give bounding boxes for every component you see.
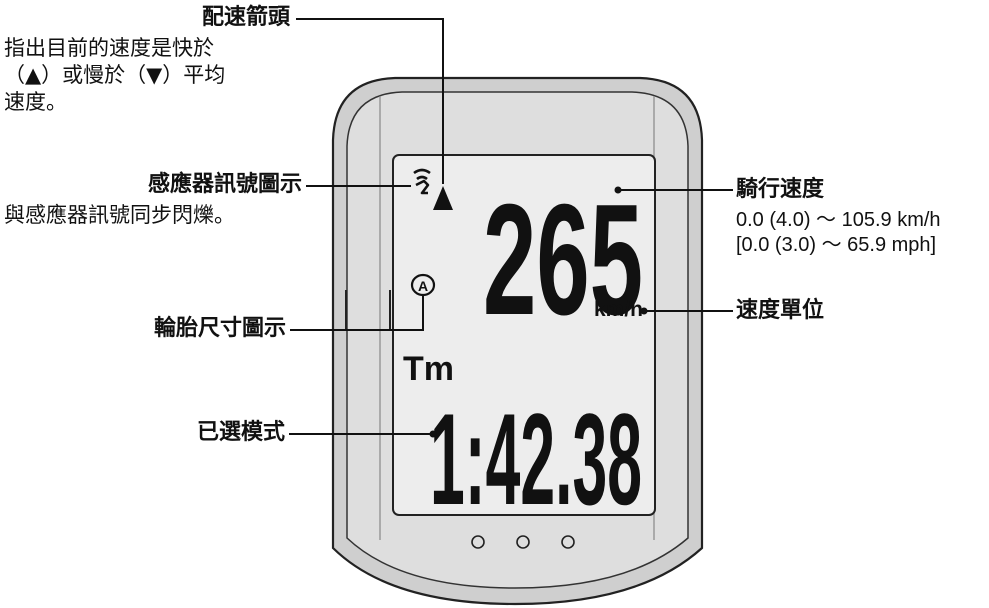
round-button[interactable] <box>561 535 575 549</box>
round-button[interactable] <box>471 535 485 549</box>
mode-title: 已選模式 <box>196 420 285 445</box>
pace-arrow-title: 配速箭頭 <box>201 5 290 30</box>
speed-range-mph: [0.0 (3.0) ～ 65.9 mph] <box>736 234 937 256</box>
speed-title: 騎行速度 <box>736 177 825 202</box>
pace-arrow-desc-1: 指出目前的速度是快於 <box>4 36 214 60</box>
mode-label: Tm <box>403 350 454 388</box>
lcd-screen <box>392 154 656 516</box>
tire-icon-letter: A <box>418 278 428 294</box>
speed-unit: km/h <box>594 298 643 321</box>
speed-range-kmh: 0.0 (4.0) ～ 105.9 km/h <box>736 209 941 231</box>
round-button[interactable] <box>516 535 530 549</box>
sensor-icon-title: 感應器訊號圖示 <box>147 172 302 197</box>
pace-up-arrow-icon <box>433 186 453 210</box>
sensor-signal-icon <box>413 168 431 195</box>
pace-arrow-desc-2: （▲）或慢於（▼）平均 <box>4 63 226 87</box>
pace-arrow-desc-3: 速度。 <box>4 90 67 114</box>
leader-pace-arrow <box>296 18 444 184</box>
sensor-icon-desc: 與感應器訊號同步閃爍。 <box>4 203 235 227</box>
tire-size-a-icon: A <box>410 273 436 297</box>
time-value: 1:42.38 <box>430 386 642 532</box>
speed-value: 265 <box>483 172 643 348</box>
unit-title: 速度單位 <box>736 298 825 323</box>
leader-tire-icon <box>290 296 424 331</box>
tire-icon-title: 輪胎尺寸圖示 <box>153 316 286 341</box>
